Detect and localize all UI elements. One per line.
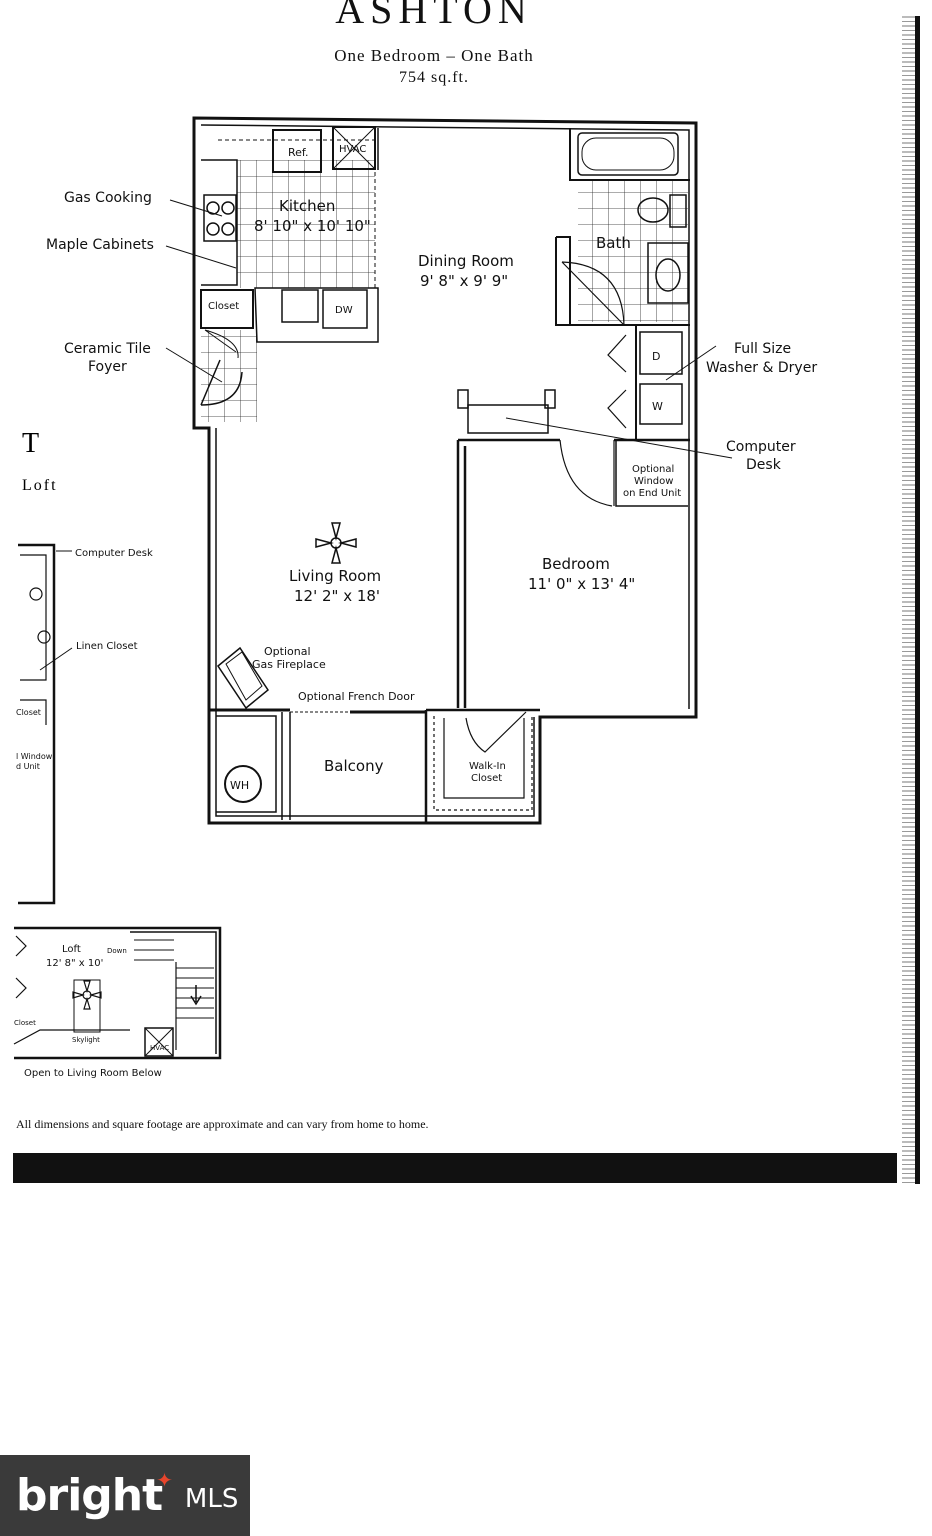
side-plan: T Loft Computer Desk Linen Closet Closet… — [16, 428, 153, 905]
kitchen-name: Kitchen — [279, 197, 335, 215]
french-door-label: Optional French Door — [298, 690, 415, 703]
dining-name: Dining Room — [418, 252, 514, 270]
disclaimer: All dimensions and square footage are ap… — [16, 1117, 429, 1131]
walkin-line2: Closet — [471, 773, 502, 784]
ceiling-fan-icon — [315, 522, 357, 564]
callout-washer-dryer: Washer & Dryer — [706, 360, 817, 376]
callout-foyer-line — [165, 347, 223, 383]
fireplace — [216, 646, 270, 710]
optional-window-3: on End Unit — [623, 488, 681, 499]
refrigerator — [272, 129, 322, 173]
callout-maple-cabinets-line — [165, 245, 237, 269]
bath-tile — [578, 180, 688, 322]
loft-closet: Closet — [14, 1019, 36, 1027]
callout-foyer: Foyer — [88, 359, 127, 375]
balcony-name: Balcony — [324, 757, 384, 775]
side-window-2: d Unit — [16, 762, 40, 771]
kitchen-tile — [237, 160, 375, 288]
side-computer-desk: Computer Desk — [75, 548, 153, 559]
loft-hvac: HVAC — [150, 1044, 169, 1052]
floor-plan: Ref. HVAC DW Closet Bath D W — [13, 116, 817, 1079]
scan-edge-bar — [915, 16, 920, 1184]
bottom-bar — [13, 1153, 897, 1183]
bedroom-dims: 11' 0" x 13' 4" — [528, 575, 635, 593]
spark-icon: ✦ — [156, 1467, 173, 1492]
loft-caption: Open to Living Room Below — [24, 1068, 162, 1079]
bright-mls-logo: bright ✦ MLS — [0, 1455, 250, 1536]
dw-label: DW — [335, 305, 353, 316]
foyer-tile — [201, 330, 257, 422]
living-dims: 12' 2" x 18' — [294, 587, 380, 605]
water-heater — [224, 765, 262, 803]
bedroom-name: Bedroom — [542, 555, 610, 573]
callout-gas-cooking-line — [169, 199, 223, 217]
side-heading-sub: Loft — [22, 477, 58, 494]
loft-name: Loft — [62, 944, 81, 955]
loft-dims: 12' 8" x 10' — [46, 958, 103, 969]
fireplace-label-2: Gas Fireplace — [252, 658, 326, 671]
bath-fixtures — [555, 128, 690, 326]
hvac-label: HVAC — [339, 144, 366, 155]
logo-mls: MLS — [184, 1483, 239, 1514]
loft-down: Down — [107, 947, 127, 955]
wh-label: WH — [230, 779, 249, 792]
plan-subtitle: One Bedroom – One Bath — [334, 46, 534, 65]
loft-plan: Loft 12' 8" x 10' Down Closet Skylight H… — [13, 926, 222, 1079]
computer-desk — [457, 389, 556, 434]
balcony — [209, 708, 426, 820]
logo-word: bright — [16, 1470, 163, 1521]
callout-desk: Desk — [746, 457, 782, 473]
closet-label: Closet — [208, 301, 239, 312]
side-heading: T — [22, 428, 39, 459]
walk-in-closet — [424, 708, 540, 822]
loft-skylight: Skylight — [72, 1036, 100, 1044]
side-closet: Closet — [16, 708, 41, 717]
callout-computer: Computer — [726, 439, 796, 455]
living-name: Living Room — [289, 567, 381, 585]
kitchen-dims: 8' 10" x 10' 10" — [254, 217, 371, 235]
foyer-closet — [200, 289, 254, 329]
hvac-unit — [332, 126, 376, 170]
dryer-label: D — [652, 350, 660, 363]
optional-window-1: Optional — [632, 464, 674, 475]
dining-dims: 9' 8" x 9' 9" — [420, 272, 508, 290]
callout-maple-cabinets: Maple Cabinets — [46, 237, 154, 253]
plan-area: 754 sq.ft. — [399, 69, 469, 86]
walkin-line1: Walk-In — [469, 761, 506, 772]
callout-full-size: Full Size — [734, 341, 791, 357]
scan-edge — [902, 16, 916, 1184]
callout-ceramic-tile: Ceramic Tile — [64, 341, 151, 357]
callout-gas-cooking: Gas Cooking — [64, 190, 152, 206]
bath-name: Bath — [596, 234, 631, 252]
callout-desk-line — [505, 417, 733, 459]
range-cooktop — [203, 194, 237, 242]
bedroom-walls — [456, 438, 690, 708]
side-window-1: l Window — [16, 752, 53, 761]
fireplace-label-1: Optional — [264, 645, 311, 658]
optional-window-2: Window — [634, 476, 673, 487]
side-linen-closet: Linen Closet — [76, 641, 138, 652]
ref-label: Ref. — [288, 146, 309, 159]
plan-title: ASHTON — [335, 0, 533, 32]
laundry: D W — [607, 325, 690, 441]
washer-label: W — [652, 400, 663, 413]
callout-washer-line — [665, 345, 717, 381]
